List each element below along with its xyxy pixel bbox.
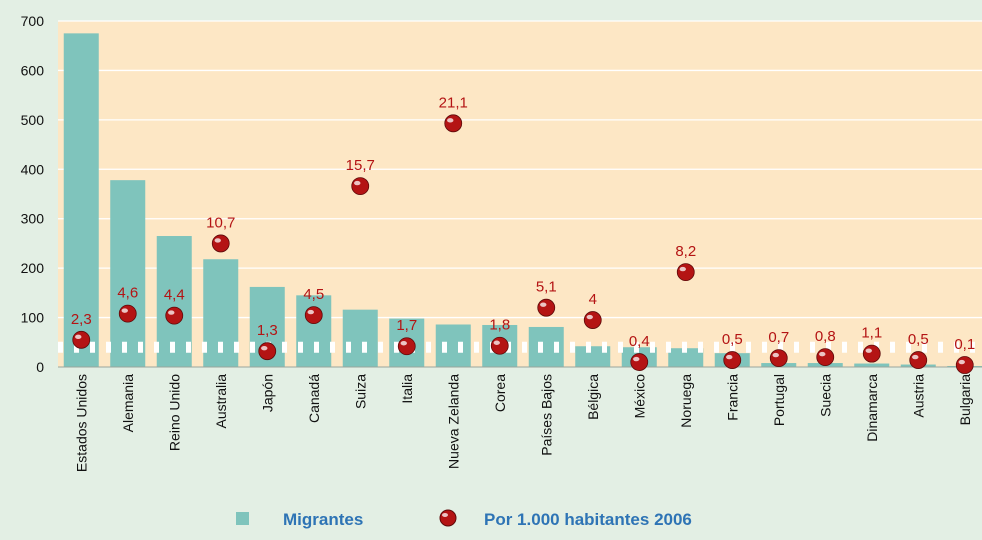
rate-label: 15,7	[346, 157, 375, 174]
x-tick-label: Italia	[399, 374, 415, 404]
bar	[342, 309, 378, 367]
x-tick-label: Nueva Zelanda	[445, 374, 461, 469]
y-tick-label: 100	[21, 310, 45, 326]
rate-label: 4,4	[164, 287, 185, 304]
bar	[668, 348, 704, 367]
y-axis: 0 100 200 300 400 500 600 700	[21, 13, 982, 375]
rate-label: 1,7	[396, 317, 417, 334]
rate-label: 21,1	[439, 94, 468, 111]
y-tick-label: 200	[21, 260, 45, 276]
bar	[575, 346, 611, 367]
rate-marker	[723, 351, 742, 369]
rate-label: 1,8	[489, 317, 510, 334]
x-tick-label: Suecia	[817, 374, 833, 417]
bars	[63, 33, 982, 367]
rate-marker	[630, 353, 649, 371]
rate-marker	[816, 348, 835, 367]
plot-area	[58, 21, 982, 367]
bar	[435, 324, 471, 367]
x-tick-label: Estados Unidos	[73, 374, 89, 472]
rate-label: 0,7	[768, 329, 789, 346]
rate-marker	[397, 337, 416, 356]
rate-marker	[444, 114, 463, 133]
legend-label-migrantes: Migrantes	[283, 510, 363, 529]
rate-label: 0,4	[629, 333, 650, 350]
legend-swatch-migrantes	[236, 512, 249, 525]
x-tick-label: Bélgica	[585, 374, 601, 420]
rate-label: 0,8	[815, 328, 836, 345]
x-tick-label: Francia	[724, 374, 740, 421]
rate-label: 0,5	[908, 331, 929, 348]
y-tick-label: 300	[21, 211, 45, 227]
rate-marker	[676, 263, 695, 281]
bar	[296, 295, 332, 367]
x-tick-label: Reino Unido	[166, 374, 182, 451]
x-tick-label: Canadá	[306, 374, 322, 423]
x-tick-label: Dinamarca	[864, 374, 880, 442]
rate-label: 1,1	[861, 325, 882, 342]
rate-marker	[72, 330, 91, 349]
y-tick-label: 400	[21, 161, 45, 177]
x-tick-label: Portugal	[771, 374, 787, 426]
y-tick-label: 600	[21, 62, 45, 78]
rate-marker	[537, 298, 556, 317]
y-tick-label: 0	[36, 359, 44, 375]
x-tick-label: Japón	[259, 374, 275, 412]
rate-marker	[118, 304, 137, 323]
rate-marker	[769, 349, 788, 368]
x-tick-label: Bulgaria	[957, 374, 973, 426]
x-tick-label: Austria	[910, 374, 926, 418]
y-tick-label: 500	[21, 112, 45, 128]
rate-marker	[351, 177, 370, 195]
x-tick-label: Suiza	[352, 374, 368, 409]
rate-marker	[211, 234, 230, 253]
x-tick-label: Alemania	[120, 374, 136, 433]
rate-labels: 2,3 4,6 4,4 10,7 1,3 4,5 15,7 1,7 21,1 1,8 5,1 4 0,4…	[71, 94, 975, 353]
y-tick-label: 700	[21, 13, 45, 29]
bar	[854, 363, 890, 367]
rate-label: 0,5	[722, 331, 743, 348]
rate-label: 4,5	[303, 286, 324, 303]
bar	[63, 33, 99, 367]
x-tick-label: Corea	[492, 374, 508, 412]
rate-marker	[583, 311, 602, 329]
x-tick-label: Australia	[213, 374, 229, 429]
x-axis-labels: Estados Unidos Alemania Reino Unido Austral…	[73, 374, 973, 472]
rate-label: 8,2	[675, 243, 696, 260]
rate-label: 4	[589, 291, 597, 308]
rate-marker	[165, 306, 184, 325]
rate-label: 1,3	[257, 322, 278, 339]
legend-marker-icon	[439, 509, 457, 527]
rate-marker	[258, 342, 277, 361]
rate-markers	[72, 114, 974, 374]
rate-marker	[909, 351, 928, 369]
rate-label: 0,1	[954, 336, 975, 353]
rate-marker	[490, 336, 509, 355]
rate-label: 5,1	[536, 279, 557, 296]
x-tick-label: México	[631, 374, 647, 419]
rate-label: 2,3	[71, 311, 92, 328]
rate-marker	[955, 356, 974, 374]
rate-marker	[862, 344, 881, 363]
x-tick-label: Países Bajos	[538, 374, 554, 456]
legend-label-por-mil: Por 1.000 habitantes 2006	[484, 510, 692, 529]
rate-label: 10,7	[206, 214, 235, 231]
x-tick-label: Noruega	[678, 374, 694, 428]
rate-marker	[304, 306, 323, 325]
bar	[110, 180, 146, 367]
rate-label: 4,6	[117, 285, 138, 302]
legend: Migrantes Por 1.000 habitantes 2006	[236, 509, 692, 529]
